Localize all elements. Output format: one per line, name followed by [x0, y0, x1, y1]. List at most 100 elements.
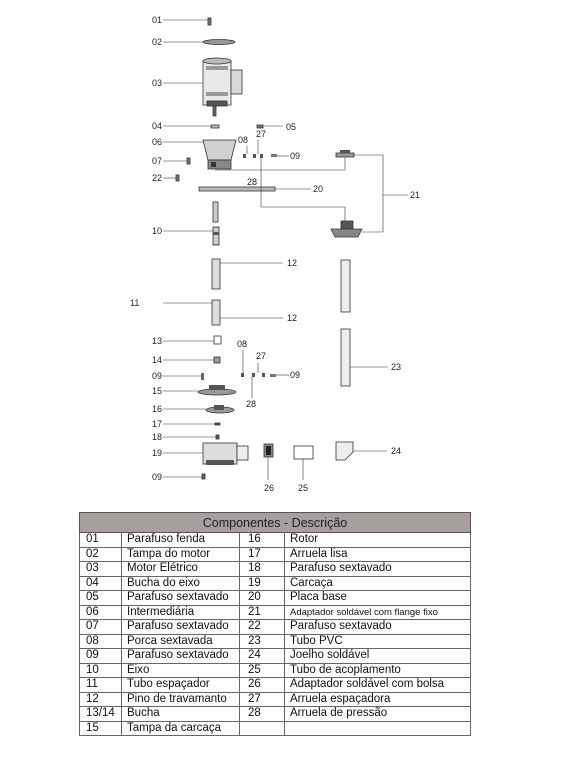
part-description: Adaptador soldável com flange fixo [284, 604, 471, 620]
part-description: Tampa da carcaça [121, 720, 240, 736]
part-socket-adapter [263, 443, 274, 458]
callout-18: 18 [152, 432, 162, 442]
callout-06: 06 [152, 137, 162, 147]
table-row: 13/14 Bucha 28 Arruela de pressão [79, 706, 471, 722]
part-coupling-tube [293, 445, 314, 460]
part-description: Parafuso sextavado [284, 561, 471, 577]
table-row: 02 Tampa do motor 17 Arruela lisa [79, 546, 471, 562]
table-header-row: Componentes - Descrição [79, 512, 471, 533]
callout-14: 14 [152, 355, 162, 365]
part-number: 25 [239, 662, 285, 678]
part-bolt-09-bottom [201, 473, 206, 480]
part-number: 10 [79, 662, 122, 678]
part-washer-17 [214, 422, 221, 426]
callout-26: 26 [264, 483, 274, 493]
part-bolt-18 [215, 434, 220, 440]
callout-24: 24 [391, 446, 401, 456]
part-spacer-tube-lower [211, 299, 221, 326]
part-description: Arruela espaçadora [284, 691, 471, 707]
table-title: Componentes - Descrição [79, 512, 471, 533]
part-description: Rotor [284, 532, 471, 548]
callout-07: 07 [152, 156, 162, 166]
callout-04: 04 [152, 121, 162, 131]
part-description: Tubo PVC [284, 633, 471, 649]
table-row: 03 Motor Elétrico 18 Parafuso sextavado [79, 561, 471, 577]
callout-12-upper: 12 [287, 258, 297, 268]
part-number: 20 [239, 590, 285, 606]
part-base-plate [198, 186, 276, 192]
table-row: 12 Pino de travamanto 27 Arruela espaçad… [79, 691, 471, 707]
table-row: 07 Parafuso sextavado 22 Parafuso sextav… [79, 619, 471, 635]
callout-09-top: 09 [290, 151, 300, 161]
callout-25: 25 [298, 483, 308, 493]
part-description: Placa base [284, 590, 471, 606]
part-description: Intermediária [121, 604, 240, 620]
part-flange-adapter [330, 150, 363, 238]
part-hardware-top [243, 154, 277, 158]
part-number: 15 [79, 720, 122, 736]
part-description: Tubo espaçador [121, 677, 240, 693]
part-number: 07 [79, 619, 122, 635]
part-description: Eixo [121, 662, 240, 678]
callout-27-top: 27 [256, 129, 266, 139]
callout-01: 01 [152, 15, 162, 25]
part-housing-cover [197, 385, 237, 396]
part-pvc-tube-upper [340, 259, 351, 313]
part-description: Bucha do eixo [121, 575, 240, 591]
part-description: Pino de travamanto [121, 691, 240, 707]
callout-22: 22 [152, 173, 162, 183]
callout-15: 15 [152, 386, 162, 396]
part-number: 27 [239, 691, 285, 707]
table-row: 15 Tampa da carcaça [79, 720, 471, 736]
table-row: 09 Parafuso sextavado 24 Joelho soldável [79, 648, 471, 664]
table-row: 01 Parafuso fenda 16 Rotor [79, 532, 471, 548]
part-description [284, 720, 471, 736]
part-intermediate [202, 139, 237, 170]
part-number: 04 [79, 575, 122, 591]
part-pvc-tube-lower [340, 328, 351, 387]
part-bolt-22 [175, 174, 180, 182]
callout-20: 20 [313, 184, 323, 194]
part-description: Parafuso sextavado [284, 619, 471, 635]
part-description: Parafuso fenda [121, 532, 240, 548]
table-row: 06 Intermediária 21 Adaptador soldável c… [79, 604, 471, 620]
part-electric-motor [202, 57, 243, 117]
callout-09-bottom: 09 [152, 472, 162, 482]
callout-08-bottom: 08 [237, 339, 247, 349]
part-number: 18 [239, 561, 285, 577]
table-row: 10 Eixo 25 Tubo de acoplamento [79, 662, 471, 678]
components-table: Componentes - Descrição 01 Parafuso fend… [79, 512, 471, 736]
callout-02: 02 [152, 37, 162, 47]
part-number: 05 [79, 590, 122, 606]
part-number: 17 [239, 546, 285, 562]
part-number: 09 [79, 648, 122, 664]
part-description: Motor Elétrico [121, 561, 240, 577]
callout-12-lower: 12 [287, 313, 297, 323]
callout-23: 23 [391, 362, 401, 372]
part-description: Arruela de pressão [284, 706, 471, 722]
part-hardware-bottom [201, 373, 276, 380]
callout-08-top: 08 [238, 135, 248, 145]
callout-27-bottom: 27 [256, 351, 266, 361]
table-row: 11 Tubo espaçador 26 Adaptador soldável … [79, 677, 471, 693]
part-number: 11 [79, 677, 122, 693]
part-description: Porca sextavada [121, 633, 240, 649]
table-row: 04 Bucha do eixo 19 Carcaça [79, 575, 471, 591]
part-number: 23 [239, 633, 285, 649]
callout-17: 17 [152, 419, 162, 429]
callout-11: 11 [130, 298, 139, 308]
callout-13: 13 [152, 336, 162, 346]
callout-28-top: 28 [247, 177, 257, 187]
part-description: Parafuso sextavado [121, 619, 240, 635]
callout-09-right: 09 [290, 370, 300, 380]
part-number: 16 [239, 532, 285, 548]
part-housing [202, 442, 249, 465]
part-description: Carcaça [284, 575, 471, 591]
part-number: 01 [79, 532, 122, 548]
part-number: 13/14 [79, 706, 122, 722]
callout-19: 19 [152, 448, 162, 458]
part-description: Parafuso sextavado [121, 648, 240, 664]
part-screw-01 [207, 17, 212, 26]
part-motor-cover [202, 39, 236, 45]
part-description: Tampa do motor [121, 546, 240, 562]
